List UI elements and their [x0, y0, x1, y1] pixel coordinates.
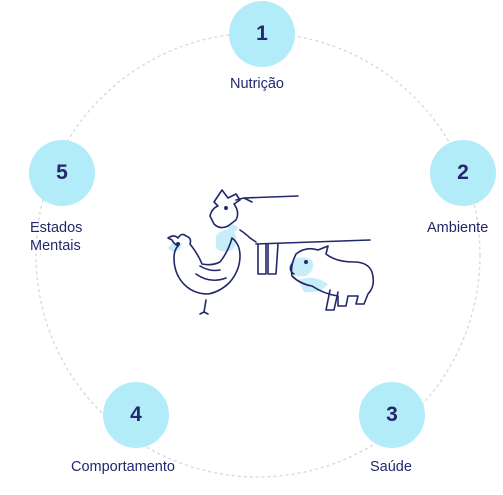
step-3-number: 3: [386, 403, 398, 426]
step-5-label: Estados Mentais: [30, 219, 82, 255]
step-5-label-line-2: Mentais: [30, 238, 81, 254]
step-2-circle: 2: [430, 140, 496, 206]
step-1-label: Nutrição: [230, 76, 284, 92]
step-4-label: Comportamento: [71, 459, 175, 475]
cow-head: [209, 189, 241, 229]
step-3-label: Saúde: [370, 459, 412, 475]
step-3-circle: 3: [359, 382, 425, 448]
step-1-number: 1: [256, 22, 268, 45]
chicken: [167, 233, 241, 295]
step-4-number: 4: [130, 403, 142, 426]
step-4-circle: 4: [103, 382, 169, 448]
step-5-circle: 5: [29, 140, 95, 206]
step-5-label-line-1: Estados: [30, 220, 83, 236]
pig: [290, 245, 375, 307]
step-2-label: Ambiente: [427, 220, 489, 236]
step-1-circle: 1: [229, 1, 295, 67]
step-5-number: 5: [56, 161, 68, 184]
step-2-number: 2: [457, 161, 469, 184]
